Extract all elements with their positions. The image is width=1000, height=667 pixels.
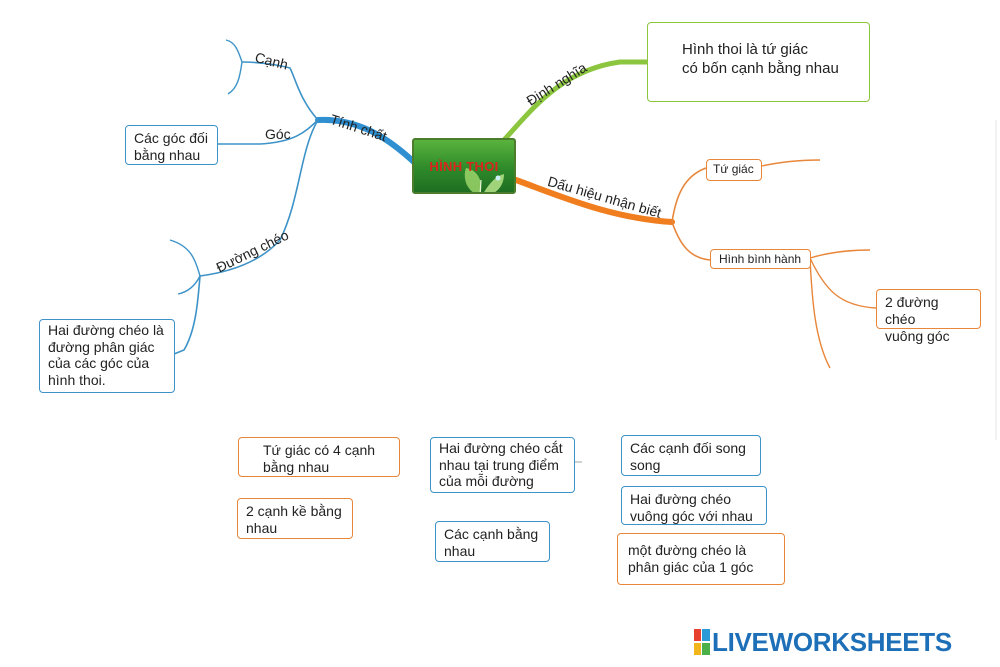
logo-badge-icon	[694, 629, 710, 655]
box-duong-cheo-phan-giac: Hai đường chéo là đường phân giác của cá…	[39, 319, 175, 393]
answer-box-6[interactable]: Hai đường chéo vuông góc với nhau	[621, 486, 767, 525]
box-vuong-goc: 2 đường chéo vuông góc	[876, 289, 981, 344]
definition-box: Hình thoi là tứ giác có bốn cạnh bằng nh…	[647, 22, 870, 102]
center-node: HÌNH THOI	[412, 138, 516, 194]
answer-box-7[interactable]: một đường chéo là phân giác của 1 góc	[617, 533, 785, 585]
answer-box-4[interactable]: Các cạnh bằng nhau	[435, 521, 550, 562]
logo-text: LIVEWORKSHEETS	[712, 626, 952, 657]
liveworksheets-logo: LIVEWORKSHEETS	[694, 626, 952, 657]
answer-box-2[interactable]: 2 cạnh kề bằng nhau	[237, 498, 353, 539]
center-title: HÌNH THOI	[429, 159, 499, 174]
leaf-icon	[464, 168, 504, 192]
box-tu-giac: Tứ giác	[706, 159, 762, 181]
answer-box-3[interactable]: Hai đường chéo cắt nhau tại trung điểm c…	[430, 437, 575, 493]
box-hinh-binh-hanh: Hình bình hành	[710, 249, 811, 269]
box-goc-doi: Các góc đối bằng nhau	[125, 125, 218, 165]
answer-box-5[interactable]: Các cạnh đối song song	[621, 435, 761, 476]
answer-box-1[interactable]: Tứ giác có 4 cạnh bằng nhau	[238, 437, 400, 477]
branch-label-goc: Góc	[265, 126, 291, 142]
